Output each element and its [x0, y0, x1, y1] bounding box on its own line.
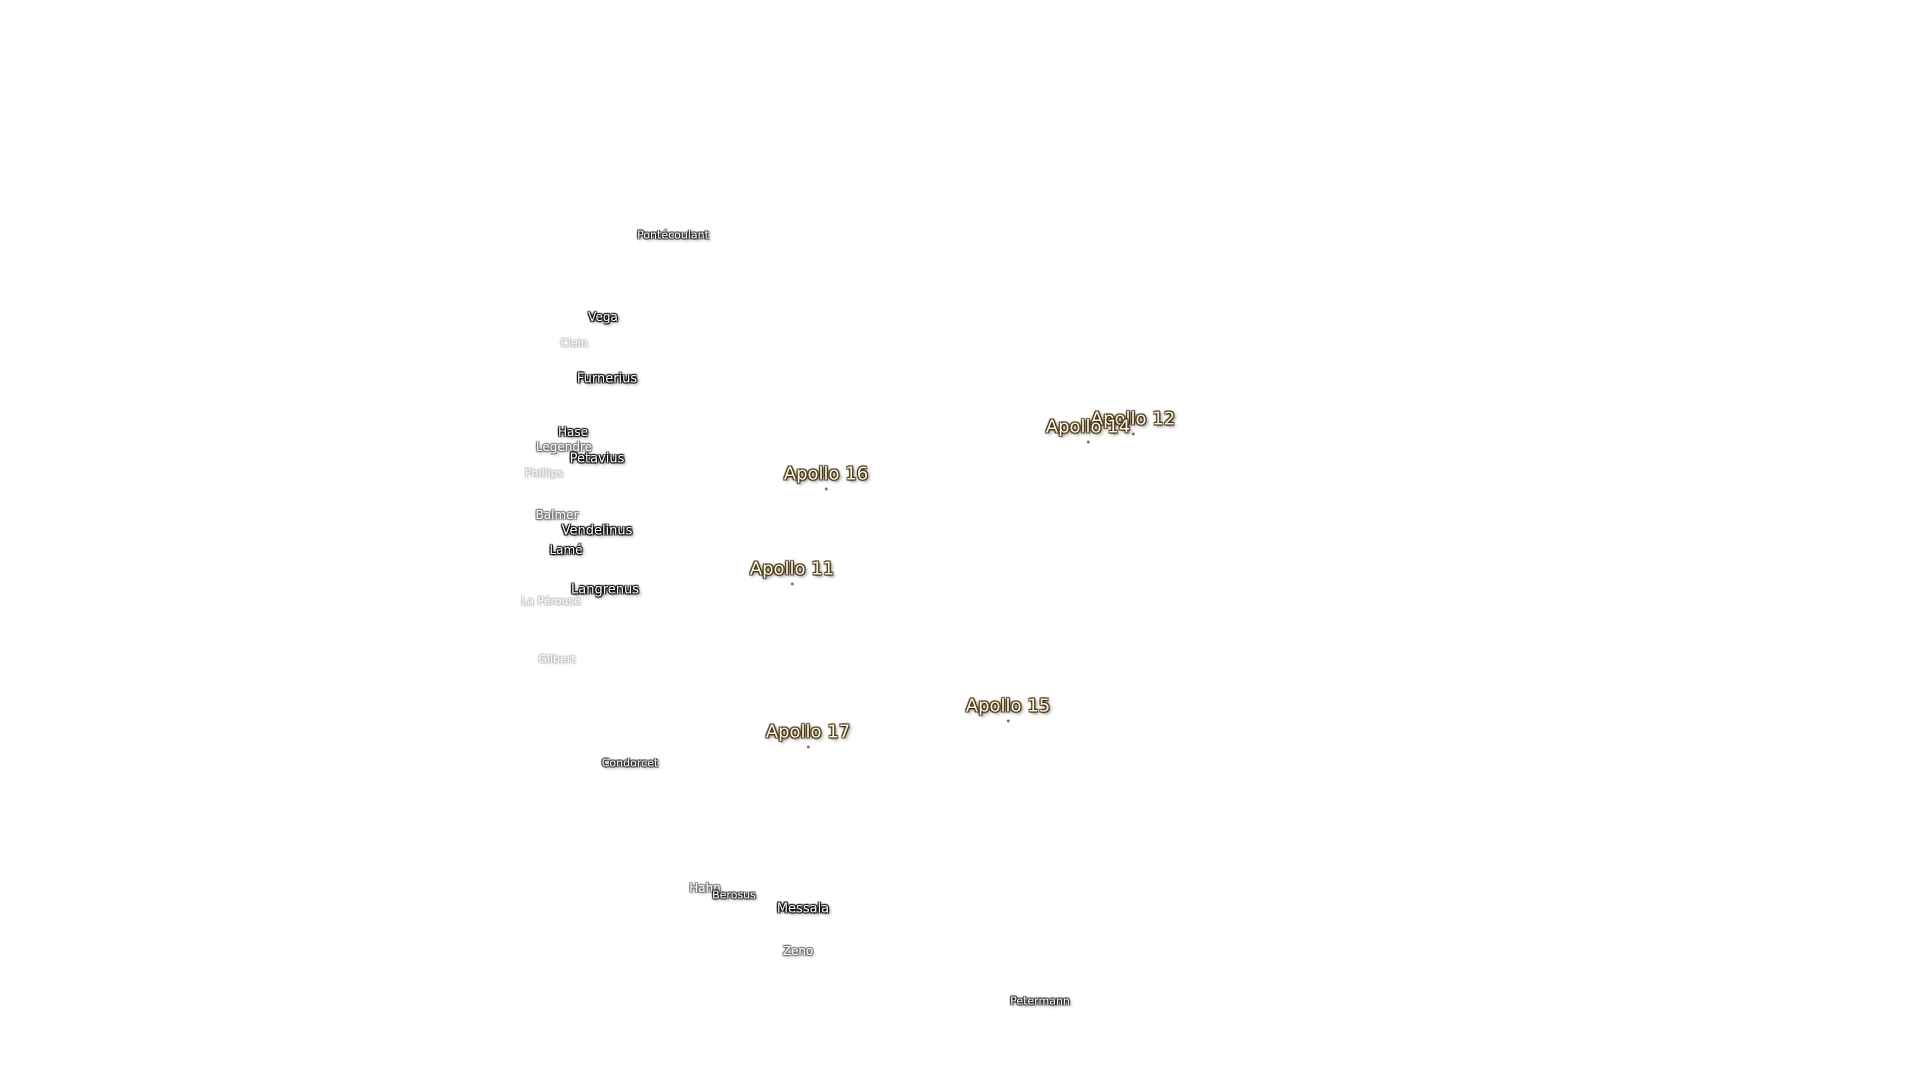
- crater-label-hase: Hase: [557, 425, 589, 439]
- crater-label-petavius: Petavius: [569, 451, 625, 467]
- landing-site-apollo-15[interactable]: Apollo 15: [965, 695, 1051, 723]
- landing-site-label: Apollo 12: [1090, 408, 1176, 430]
- landing-site-marker: [1007, 719, 1010, 723]
- landing-site-apollo-12[interactable]: Apollo 12: [1090, 408, 1176, 436]
- landing-site-marker: [1132, 432, 1135, 436]
- landing-site-apollo-11[interactable]: Apollo 11: [749, 558, 835, 586]
- crater-label-pontecoulant: Pontécoulant: [637, 228, 709, 242]
- crater-label-clein: Clein: [560, 336, 588, 350]
- crater-label-phillips: Phillips: [524, 466, 564, 480]
- landing-site-label: Apollo 11: [749, 558, 835, 580]
- landing-site-apollo-14[interactable]: Apollo 14: [1045, 416, 1131, 444]
- crater-label-legendre: Legendre: [535, 440, 593, 454]
- landing-site-marker: [1087, 440, 1090, 444]
- crater-label-hahn: Hahn: [689, 881, 721, 895]
- crater-label-vendelinus: Vendelinus: [561, 523, 633, 539]
- landing-site-label: Apollo 17: [765, 721, 851, 743]
- landing-site-apollo-16[interactable]: Apollo 16: [783, 463, 869, 491]
- landing-site-label: Apollo 15: [965, 695, 1051, 717]
- landing-site-marker: [791, 582, 794, 586]
- crater-label-zeno: Zeno: [782, 944, 814, 958]
- crater-label-balmer: Balmer: [535, 508, 579, 522]
- landing-site-label: Apollo 16: [783, 463, 869, 485]
- crater-label-furnerius: Furnerius: [576, 371, 638, 387]
- crater-label-gilbert: Gilbert: [538, 652, 576, 666]
- crater-label-lame: Lamé: [549, 543, 583, 557]
- crater-label-condorcet: Condorcet: [601, 756, 659, 770]
- crater-label-petermann: Petermann: [1010, 994, 1070, 1008]
- landing-site-marker: [807, 745, 810, 749]
- crater-label-la-perouse: La Pérouse: [521, 594, 581, 608]
- crater-label-vega: Vega: [588, 310, 618, 324]
- crater-label-berosus: Berosus: [712, 888, 756, 902]
- landing-site-label: Apollo 14: [1045, 416, 1131, 438]
- landing-site-marker: [825, 487, 828, 491]
- landing-site-apollo-17[interactable]: Apollo 17: [765, 721, 851, 749]
- crater-label-langrenus: Langrenus: [570, 582, 640, 598]
- crater-label-messala: Messala: [776, 901, 830, 917]
